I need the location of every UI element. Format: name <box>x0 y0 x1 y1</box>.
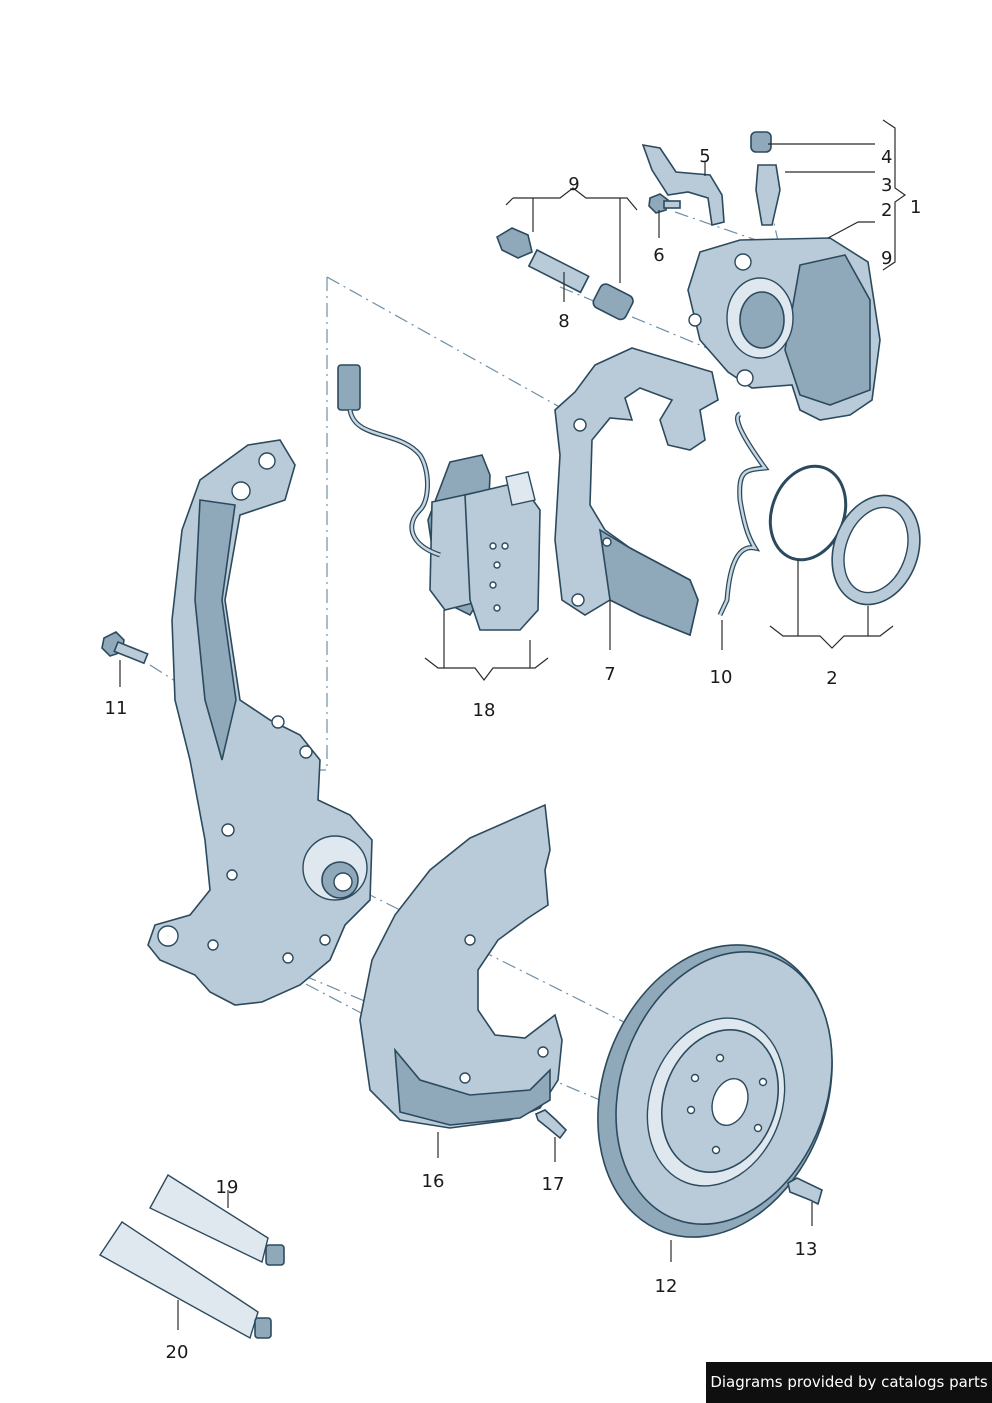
callout-1: 1 <box>910 197 921 218</box>
callout-20: 20 <box>166 1342 189 1363</box>
callout-4: 4 <box>881 147 892 168</box>
callout-7: 7 <box>604 664 615 685</box>
callout-12: 12 <box>655 1276 678 1297</box>
splash-shield <box>359 803 563 1129</box>
bleeder-screw-and-cap <box>750 131 781 226</box>
steering-knuckle <box>147 439 373 1006</box>
grease-tube-20 <box>98 1221 272 1340</box>
grease-tube-19 <box>149 1174 285 1266</box>
callout-17: 17 <box>542 1174 565 1195</box>
callout-10: 10 <box>710 667 733 688</box>
brake-pads <box>427 454 541 631</box>
callout-9-guide-pins: 9 <box>568 174 579 195</box>
callout-5: 5 <box>699 146 710 167</box>
leader-lines <box>119 119 907 1330</box>
callout-19: 19 <box>216 1177 239 1198</box>
callout-8: 8 <box>558 311 569 332</box>
seal-kit-2 <box>768 464 921 606</box>
callout-2-caliper: 2 <box>881 200 892 221</box>
guide-pin-kit <box>496 227 634 321</box>
callout-2-seal-kit: 2 <box>826 668 837 689</box>
callout-18: 18 <box>473 700 496 721</box>
bolt-17 <box>535 1109 568 1140</box>
callout-labels: 1 2 2 3 4 5 6 7 8 9 9 10 11 12 13 16 17 … <box>105 146 922 1363</box>
callout-16: 16 <box>422 1171 445 1192</box>
wear-sensor <box>337 364 441 558</box>
caliper-housing <box>687 237 881 421</box>
callout-3: 3 <box>881 175 892 196</box>
bolt-13 <box>787 1177 823 1206</box>
callout-13: 13 <box>795 1239 818 1260</box>
caliper-carrier <box>554 347 719 637</box>
catalog-credit-banner: Diagrams provided by catalogs parts <box>706 1362 992 1403</box>
spring-clip <box>717 411 770 617</box>
callout-11: 11 <box>105 698 128 719</box>
brake-disc <box>597 944 833 1238</box>
bracket-5 <box>641 143 725 226</box>
callout-6: 6 <box>653 245 664 266</box>
screw-6 <box>648 193 681 214</box>
callout-9-caliper: 9 <box>881 248 892 269</box>
bolt-11 <box>101 631 149 665</box>
